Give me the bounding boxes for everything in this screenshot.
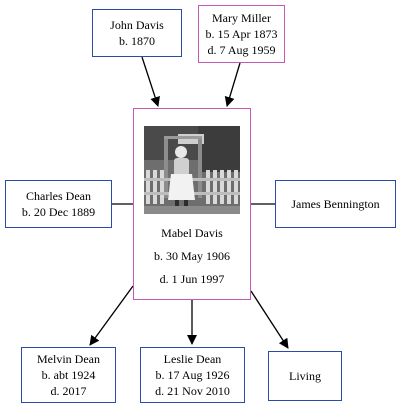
person-name: James Bennington [291,197,380,211]
person-box-melvin-dean[interactable]: Melvin Dean b. abt 1924 d. 2017 [21,347,116,403]
person-birth: b. 20 Dec 1889 [21,205,96,219]
person-name: John Davis [110,18,164,32]
person-death: d. 2017 [50,384,87,398]
portrait-photo [144,126,240,214]
person-birth: b. 30 May 1906 [154,249,230,263]
person-death: d. 21 Nov 2010 [155,384,230,398]
person-box-mabel-davis[interactable]: Mabel Davis b. 30 May 1906 d. 1 Jun 1997 [133,108,251,300]
person-name: Living [289,369,321,383]
person-name: Mabel Davis [161,226,223,240]
person-birth: b. 15 Apr 1873 [205,27,278,41]
person-birth: b. 17 Aug 1926 [155,368,230,382]
edge-father-to-focus [141,56,160,107]
person-name: Melvin Dean [37,352,100,366]
edge-focus-to-child3 [250,290,289,349]
portrait-photo-image [144,126,240,214]
person-name: Charles Dean [26,189,91,203]
person-box-john-davis[interactable]: John Davis b. 1870 [92,9,182,57]
edge-focus-to-child1 [89,285,134,346]
person-death: d. 1 Jun 1997 [159,272,225,286]
person-death: d. 7 Aug 1959 [207,43,276,57]
person-birth: b. 1870 [119,34,155,48]
person-box-leslie-dean[interactable]: Leslie Dean b. 17 Aug 1926 d. 21 Nov 201… [140,347,245,403]
edge-mother-to-focus [224,62,241,107]
person-birth: b. abt 1924 [41,368,96,382]
person-box-charles-dean[interactable]: Charles Dean b. 20 Dec 1889 [5,180,112,228]
person-name: Mary Miller [212,11,271,25]
person-box-living[interactable]: Living [268,351,342,401]
person-box-mary-miller[interactable]: Mary Miller b. 15 Apr 1873 d. 7 Aug 1959 [198,5,285,63]
person-name: Leslie Dean [163,352,222,366]
person-box-james-bennington[interactable]: James Bennington [275,180,396,228]
